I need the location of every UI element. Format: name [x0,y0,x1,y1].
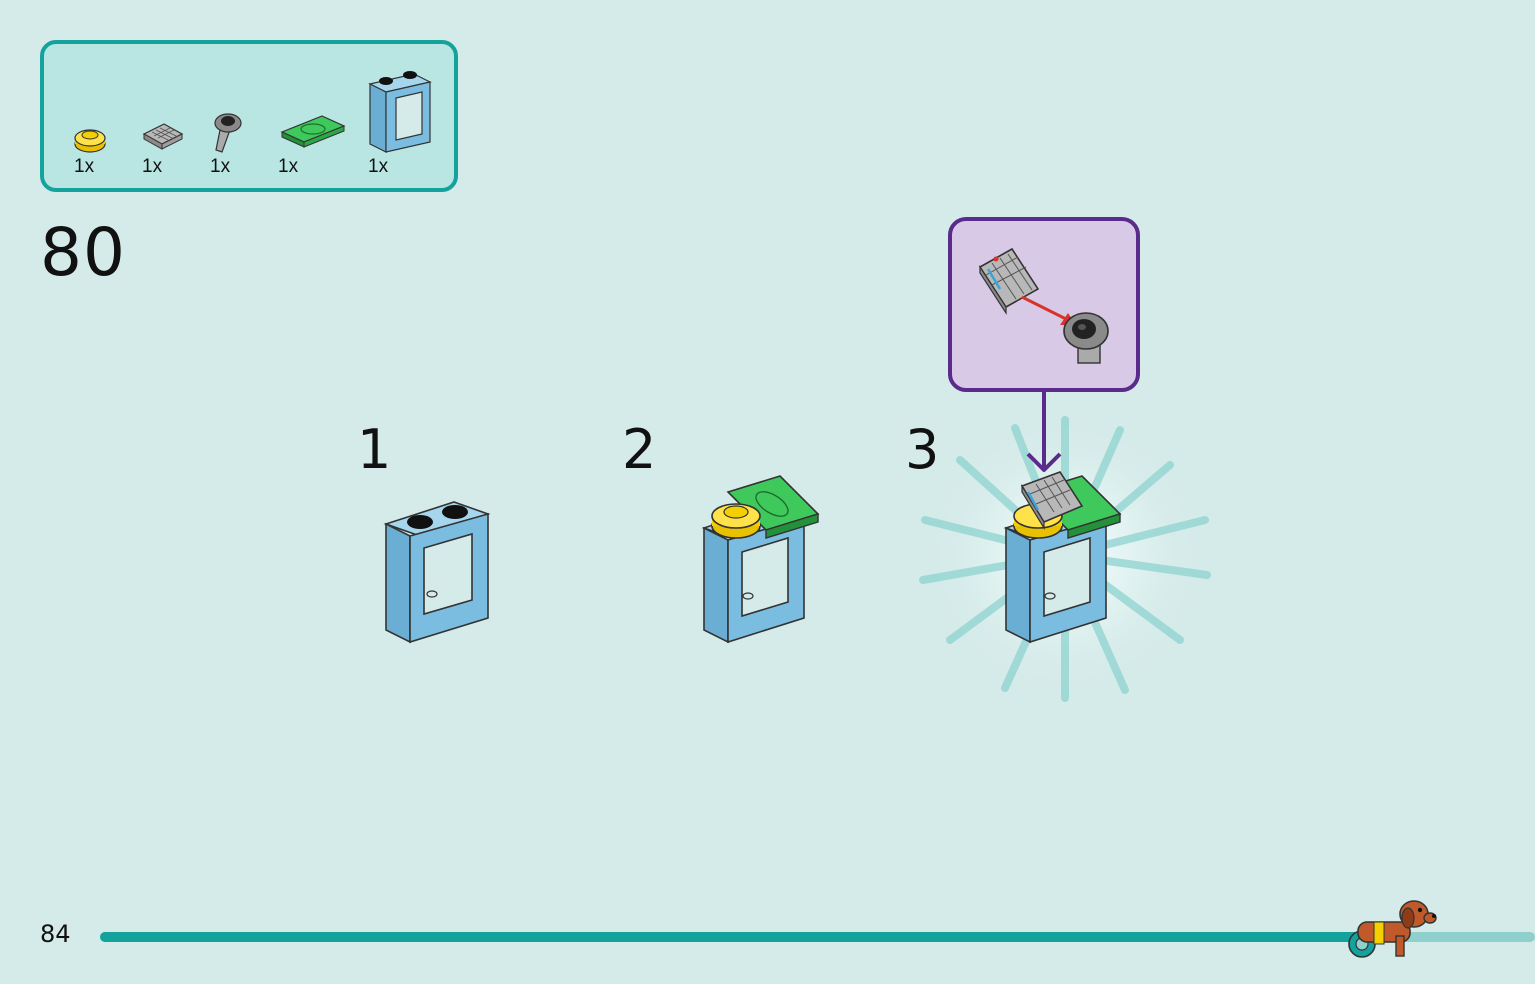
page-number: 84 [40,920,71,948]
keypad-tile-icon [142,123,184,150]
yellow-round-plate-icon [74,129,106,153]
dog-mascot-icon [1348,900,1437,958]
part-qty: 1x [74,156,95,177]
progress-track [100,932,1535,942]
substep-2-assembly-illustration [701,475,820,644]
callout-keypad-to-clip-illustration [978,247,1109,364]
parts-list-box: 1x 1x 1x 1x 1x [40,40,458,192]
banknote-tile-icon [280,115,346,148]
callout-box [948,217,1140,392]
progress-fill [100,932,1406,942]
grey-clip-icon [214,113,242,153]
substep-number-2: 2 [622,418,657,481]
substep-number-1: 1 [357,418,392,481]
part-qty: 1x [142,156,163,177]
part-qty: 1x [368,156,389,177]
part-qty: 1x [210,156,231,177]
substep-3-assembly-illustration [1003,471,1122,644]
part-qty: 1x [278,156,299,177]
substep-1-frame-illustration [383,501,491,644]
substep-number-3: 3 [905,418,940,481]
window-frame-icon [368,71,432,153]
step-number: 80 [40,214,126,291]
arrow-down-icon [1026,392,1062,472]
